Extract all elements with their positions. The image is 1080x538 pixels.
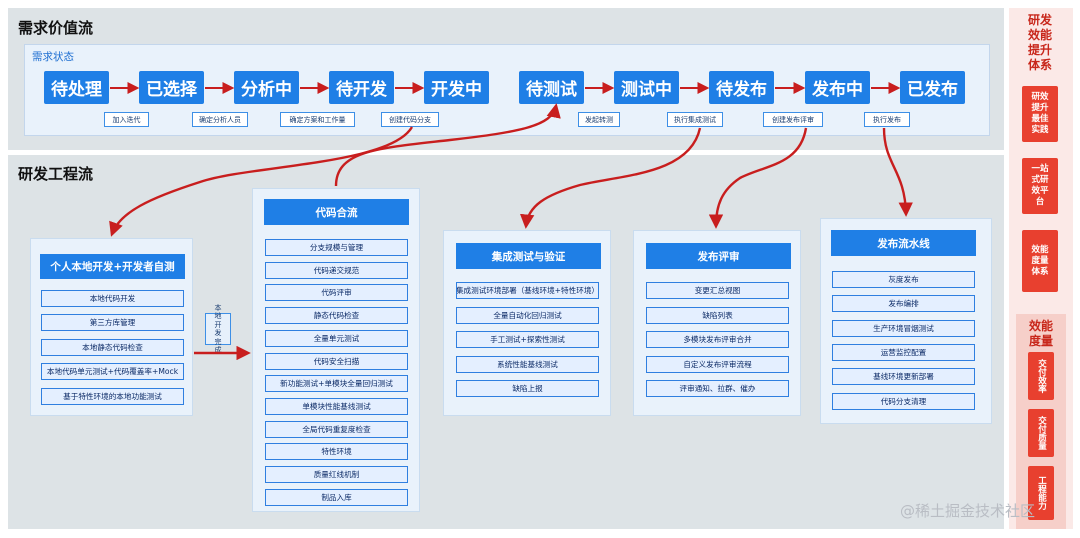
side-box-metrics-system: 效能度量体系	[1022, 230, 1058, 292]
merge-item: 特性环境	[265, 443, 408, 461]
handoff-label-text: 本地开发完成	[214, 303, 222, 355]
action-run-integration: 执行集成测试	[667, 112, 723, 127]
stage-developing: 开发中	[424, 71, 489, 104]
personal-item: 本地代码开发	[41, 290, 184, 307]
side-box-best-practice: 研效提升最佳实践	[1022, 86, 1058, 142]
code-merge-header: 代码合流	[264, 199, 409, 225]
action-plan-and-estimate: 确定方案和工作量	[280, 112, 355, 127]
pipeline-item: 灰度发布	[832, 271, 975, 288]
metric-delivery-quality: 交付质量	[1028, 409, 1054, 457]
personal-item: 本地静态代码检查	[41, 338, 184, 356]
stage-to-test: 待测试	[519, 71, 584, 104]
action-assign-analyst: 确定分析人员	[192, 112, 248, 127]
metric-delivery-efficiency: 交付效率	[1028, 352, 1054, 400]
side-box-platform-text: 一站式研效平台	[1031, 164, 1049, 207]
action-submit-test: 发起转测	[578, 112, 620, 127]
metrics-group-title: 效能度量	[1024, 319, 1058, 349]
merge-item: 代码安全扫描	[265, 352, 408, 370]
stage-pending: 待处理	[44, 71, 109, 104]
stage-testing: 测试中	[614, 71, 679, 104]
integration-item: 系统性能基线测试	[456, 355, 599, 373]
merge-item: 质量红线机制	[265, 466, 408, 483]
side-panel-title-text: 研发效能提升体系	[1027, 13, 1052, 72]
side-box-metrics-system-text: 效能度量体系	[1031, 244, 1049, 277]
review-item: 缺陷列表	[646, 306, 789, 324]
integration-item: 全量自动化回归测试	[456, 306, 599, 324]
handoff-label: 本地开发完成	[205, 304, 231, 354]
watermark: @稀土掘金技术社区	[900, 502, 1036, 520]
merge-item: 分支规模与管理	[265, 239, 408, 256]
release-review-header: 发布评审	[646, 243, 791, 269]
review-item: 自定义发布评审流程	[646, 355, 789, 373]
code-merge-card	[252, 188, 420, 512]
merge-item: 代码评审	[265, 284, 408, 302]
integration-item: 手工测试+探索性测试	[456, 331, 599, 348]
side-panel-title: 研发效能提升体系	[1025, 13, 1055, 73]
pipeline-item: 发布编排	[832, 295, 975, 313]
stage-selected: 已选择	[139, 71, 204, 104]
stage-releasing: 发布中	[805, 71, 870, 104]
action-create-review: 创建发布评审	[763, 112, 823, 127]
stage-analyzing: 分析中	[234, 71, 299, 104]
stage-to-develop: 待开发	[329, 71, 394, 104]
metric-engineering-capability: 工程能力	[1028, 466, 1054, 520]
pipeline-item: 代码分支清理	[832, 392, 975, 410]
merge-item: 全量单元测试	[265, 329, 408, 347]
pipeline-item: 生产环境冒烟测试	[832, 319, 975, 337]
review-item: 多模块发布评审合并	[646, 331, 789, 348]
integration-item: 缺陷上报	[456, 380, 599, 397]
side-box-best-practice-text: 研效提升最佳实践	[1031, 92, 1049, 135]
personal-item: 第三方库管理	[41, 314, 184, 332]
review-item: 评审通知、拉群、催办	[646, 380, 789, 397]
action-execute-release: 执行发布	[864, 112, 910, 127]
value-stream-title: 需求价值流	[18, 19, 94, 37]
pipeline-item: 运营监控配置	[832, 343, 975, 361]
release-pipeline-header: 发布流水线	[831, 230, 976, 256]
engineering-stream-title: 研发工程流	[18, 165, 94, 183]
integration-test-header: 集成测试与验证	[456, 243, 601, 269]
merge-item: 新功能测试+单模块全量回归测试	[265, 375, 408, 393]
merge-item: 静态代码检查	[265, 307, 408, 325]
side-box-platform: 一站式研效平台	[1022, 158, 1058, 214]
stage-released: 已发布	[900, 71, 965, 104]
action-add-to-sprint: 加入迭代	[104, 112, 149, 127]
pipeline-item: 基线环境更新部署	[832, 368, 975, 386]
stage-to-release: 待发布	[709, 71, 774, 104]
personal-dev-header: 个人本地开发+开发者自测	[40, 254, 185, 279]
merge-item: 代码递交规范	[265, 261, 408, 279]
integration-item: 集成测试环境部署（基线环境+特性环境）	[456, 282, 599, 299]
merge-item: 制品入库	[265, 488, 408, 506]
action-create-branch: 创建代码分支	[381, 112, 439, 127]
personal-item: 基于特性环境的本地功能测试	[41, 387, 184, 405]
metrics-group-title-text: 效能度量	[1028, 319, 1053, 348]
review-item: 变更汇总视图	[646, 282, 789, 299]
personal-item: 本地代码单元测试+代码覆盖率+Mock	[41, 363, 184, 381]
requirement-status-label: 需求状态	[32, 51, 74, 63]
merge-item: 全局代码重复度检查	[265, 420, 408, 438]
merge-item: 单模块性能基线测试	[265, 397, 408, 415]
